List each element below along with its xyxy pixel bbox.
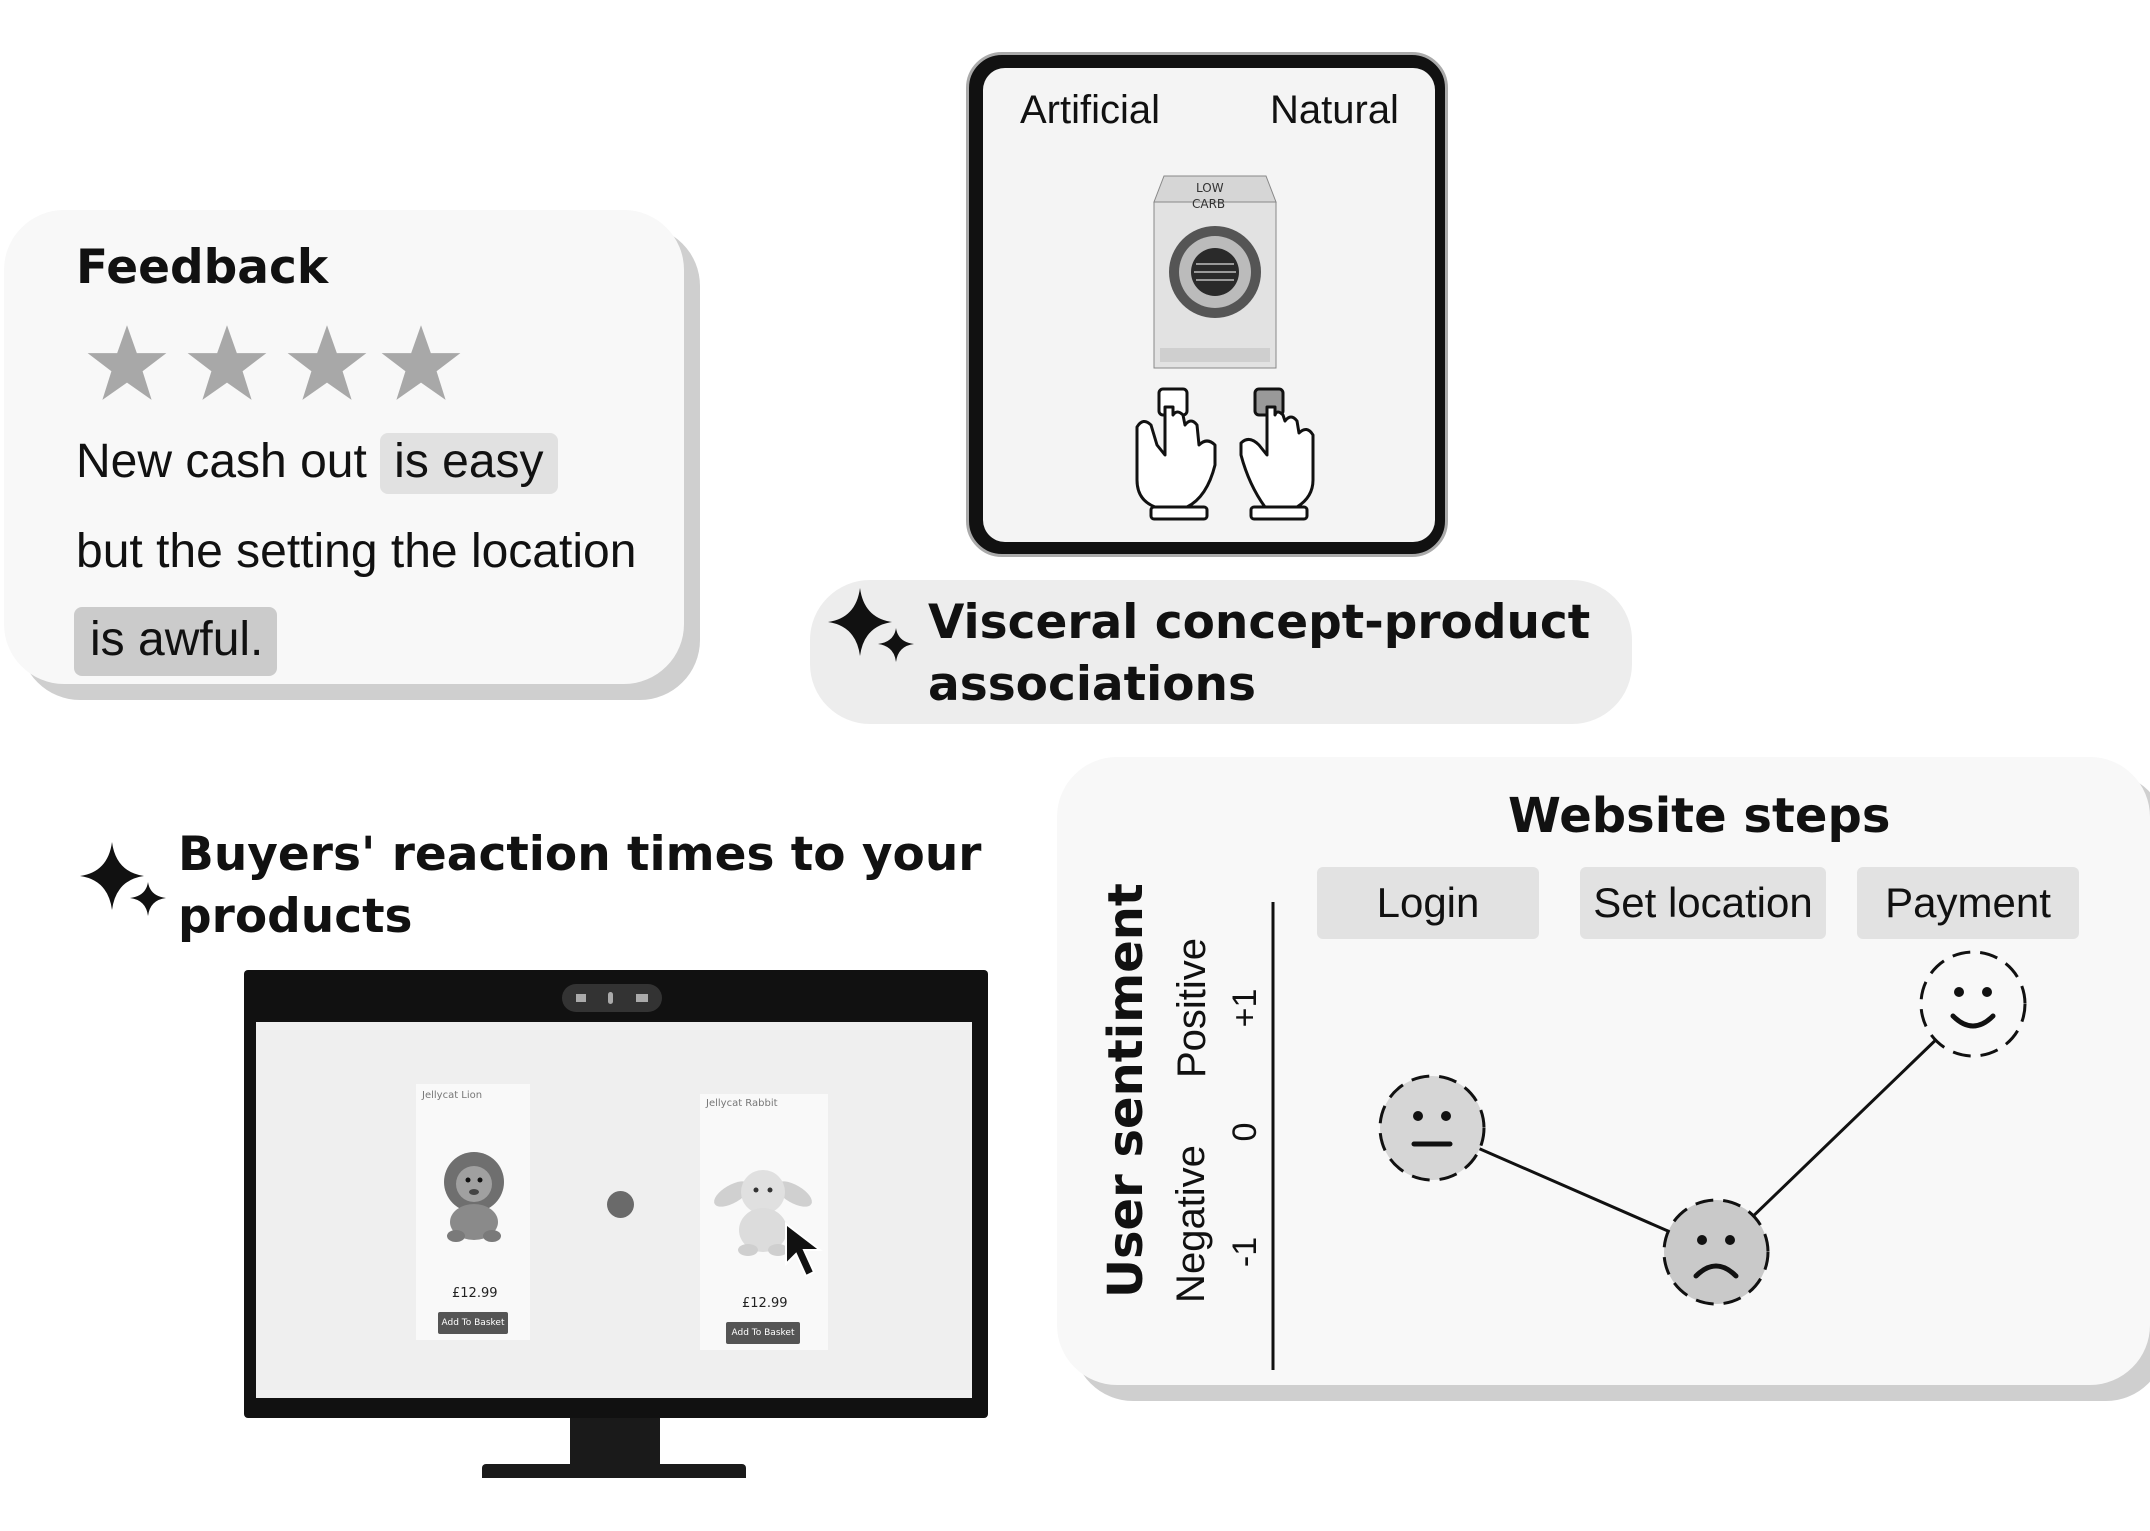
package-carb-text: CARB (1192, 197, 1225, 211)
camera-icon (576, 994, 586, 1002)
highlight-positive: is easy (380, 433, 558, 494)
lion-toy-image (444, 1152, 504, 1242)
product-price: £12.99 (742, 1296, 788, 1311)
monitor-neck (570, 1418, 660, 1468)
neutral-face-icon (1378, 1074, 1486, 1182)
visceral-associations-pill (810, 580, 1632, 724)
mouse-cursor-icon (785, 1221, 823, 1278)
website-steps-title: Website steps (1508, 788, 1891, 844)
tablet-label-artificial: Artificial (1020, 88, 1161, 132)
star-icon-4 (381, 325, 461, 400)
star-icon-3 (287, 325, 367, 400)
step-payment: Payment (1857, 867, 2079, 939)
star-icon-1 (87, 325, 167, 400)
sparkle-icon (80, 842, 166, 916)
reaction-line-1: Buyers' reaction times to your (178, 827, 982, 882)
step-login: Login (1317, 867, 1539, 939)
rabbit-toy-image (714, 1170, 812, 1256)
reaction-line-2: products (178, 889, 413, 944)
product-name: Jellycat Lion (422, 1090, 483, 1101)
product-price: £12.99 (452, 1286, 498, 1301)
feedback-line-3: is awful. (74, 607, 278, 676)
tablet-label-natural: Natural (1270, 88, 1399, 132)
star-icon-2 (187, 325, 267, 400)
package-low-text: LOW (1196, 181, 1224, 195)
feedback-line-1: New cash out is easy (76, 433, 558, 494)
add-to-basket-button[interactable]: Add To Basket (726, 1322, 800, 1344)
website-steps-card (1057, 757, 2150, 1385)
visceral-line-2: associations (928, 657, 1256, 712)
feedback-title: Feedback (76, 240, 329, 295)
add-to-basket-button[interactable]: Add To Basket (438, 1312, 508, 1334)
feedback-card (4, 210, 684, 684)
microphone-icon (608, 992, 613, 1004)
feedback-line-2: but the setting the location (76, 525, 637, 578)
cracker-package-image: LOW CARB (1153, 175, 1277, 369)
video-icon (636, 994, 648, 1002)
fixation-dot (607, 1191, 634, 1218)
tapping-hands-icon (1135, 387, 1315, 521)
happy-face-icon (1919, 950, 2027, 1058)
product-name: Jellycat Rabbit (706, 1098, 778, 1109)
sparkle-icon (828, 588, 914, 662)
step-set-location: Set location (1580, 867, 1826, 939)
highlight-negative: is awful. (74, 607, 278, 676)
monitor-base (482, 1464, 746, 1478)
sad-face-icon (1662, 1198, 1770, 1306)
visceral-line-1: Visceral concept-product (928, 595, 1591, 650)
